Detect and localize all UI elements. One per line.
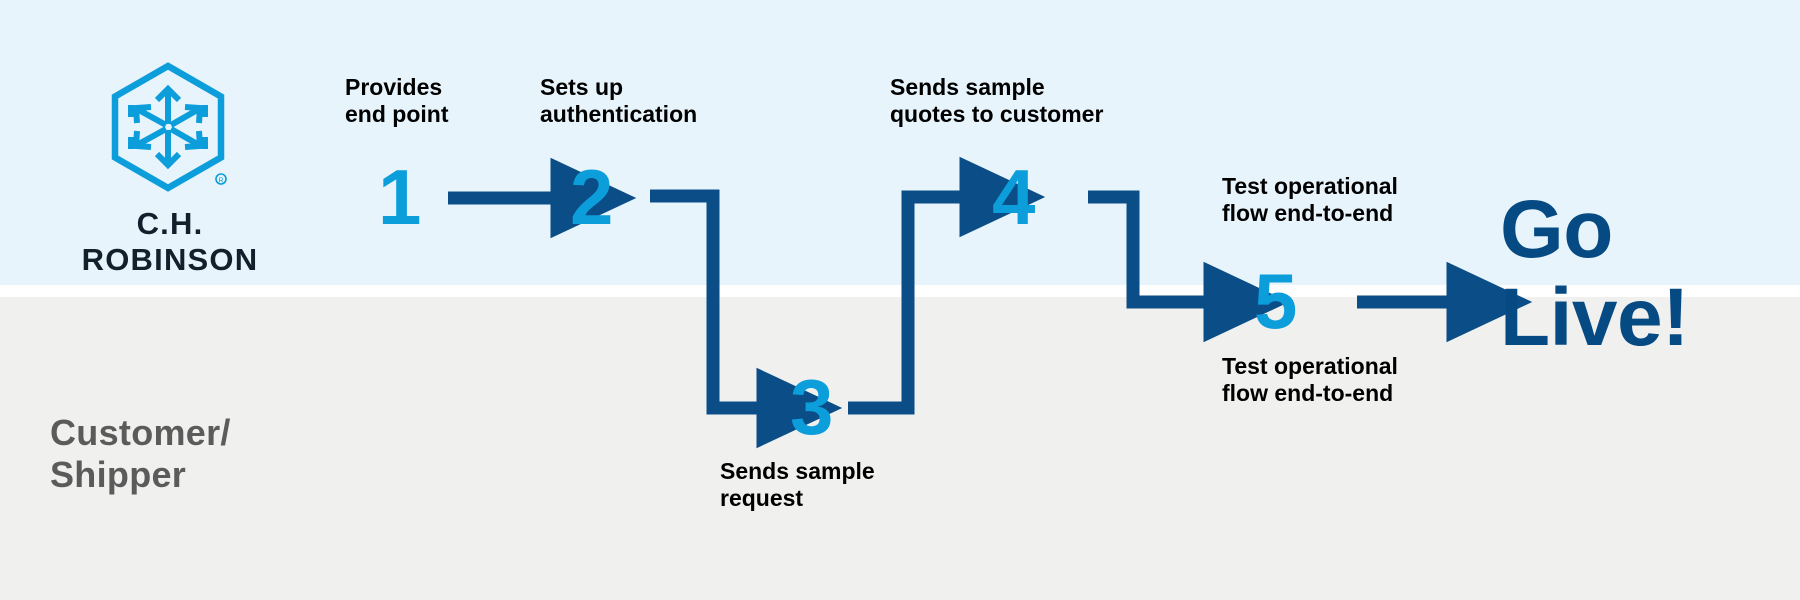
step-5-caption-below: Test operational flow end-to-end xyxy=(1222,353,1398,406)
brand-name: C.H. ROBINSON xyxy=(81,206,259,277)
step-5-caption-above: Test operational flow end-to-end xyxy=(1222,173,1398,226)
go-live-label: Go Live! xyxy=(1500,184,1689,363)
step-2-caption: Sets up authentication xyxy=(540,74,698,127)
step-number-3: 3 xyxy=(790,363,834,451)
registered-trademark-icon: R xyxy=(215,173,227,185)
svg-text:R: R xyxy=(218,178,223,185)
customer-shipper-lane-label: Customer/ Shipper xyxy=(50,412,231,496)
brand-logo: R C.H. ROBINSON xyxy=(55,62,285,278)
step-3-caption: Sends sample request xyxy=(720,458,875,511)
step-1-caption: Provides end point xyxy=(345,74,449,127)
step-number-4: 4 xyxy=(992,153,1036,241)
step-4-caption: Sends sample quotes to customer xyxy=(890,74,1104,127)
ch-robinson-hexagon-cube-logo-icon: R xyxy=(111,62,227,192)
step-number-2: 2 xyxy=(570,153,614,241)
step-number-1: 1 xyxy=(378,153,422,241)
step-number-5: 5 xyxy=(1254,257,1298,345)
